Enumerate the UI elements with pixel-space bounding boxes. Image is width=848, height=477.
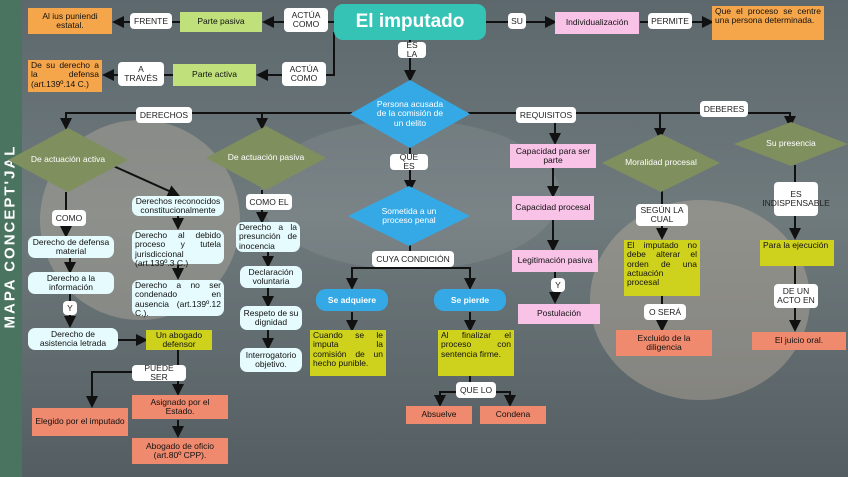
sidebar: MAPA CONCEPT'JAL	[0, 0, 22, 477]
label-que-es: QUE ES	[390, 153, 428, 170]
label-derechos: DERECHOS	[136, 107, 192, 123]
box-declaracion-voluntaria: Declaración voluntaria	[240, 266, 302, 288]
box-abogado-defensor: Un abogado defensor	[146, 330, 212, 350]
box-no-condenado: Derecho a no ser condenado en ausencia (…	[132, 280, 224, 318]
diamond-actuacion-activa: De actuación activa	[8, 128, 128, 192]
box-presuncion-inocencia: Derecho a la presunción de inocencia	[236, 222, 300, 252]
label-actua-como-1: ACTÚA COMO	[284, 8, 328, 32]
diamond-su-presencia: Su presencia	[734, 122, 848, 166]
label-es-la: ES LA	[398, 41, 426, 58]
box-individualizacion: Individualización	[555, 12, 639, 34]
diamond-actuacion-pasiva: De actuación pasiva	[206, 126, 326, 190]
label-de-un-acto: DE UN ACTO EN	[774, 284, 818, 308]
label-frente: FRENTE	[130, 13, 172, 29]
box-derechos-reconocidos: Derechos reconocidos constitucionalmente	[132, 196, 224, 216]
main-title: El imputado	[334, 4, 486, 40]
box-interrogatorio-objetivo: Interrogatorio objetivo.	[240, 348, 302, 372]
box-abogado-oficio: Abogado de oficio (art.80º CPP).	[132, 438, 228, 464]
diamond-sometida: Sometida a un proceso penal	[348, 186, 470, 246]
box-informacion: Derecho a la información	[28, 272, 114, 294]
box-elegido-imputado: Elegido por el imputado	[32, 408, 128, 436]
label-permite: PERMITE	[648, 13, 692, 29]
box-defensa-material: Derecho de defensa material	[28, 236, 114, 258]
box-capacidad-procesal: Capacidad procesal	[512, 196, 594, 220]
box-legitimacion-pasiva: Legitimación pasiva	[512, 250, 598, 272]
label-como: COMO	[52, 210, 86, 226]
pill-se-adquiere: Se adquiere	[316, 289, 388, 311]
label-que-lo: QUE LO	[456, 382, 496, 398]
diamond-moralidad-procesal: Moralidad procesal	[602, 134, 720, 192]
box-cuando-imputa: Cuando se le imputa la comisión de un he…	[310, 330, 386, 376]
background-hand-right	[590, 200, 810, 400]
box-condena: Condena	[480, 406, 546, 424]
label-requisitos: REQUISITOS	[516, 107, 576, 123]
box-postulacion: Postulación	[518, 304, 600, 324]
label-su: SU	[508, 13, 526, 29]
label-deberes: DEBERES	[700, 101, 748, 117]
box-juicio-oral: El juicio oral.	[752, 332, 846, 350]
label-indispensable: ES INDISPENSABLE	[762, 182, 830, 216]
pill-se-pierde: Se pierde	[434, 289, 506, 311]
box-debido-proceso: Derecho al debido proceso y tutela juris…	[132, 230, 224, 268]
box-no-debe-alterar: El imputado no debe alterar el orden de …	[624, 240, 700, 296]
box-para-ejecucion: Para la ejecución	[760, 240, 834, 266]
label-segun-la-cual: SEGÚN LA CUAL	[636, 204, 688, 226]
box-parte-activa: Parte activa	[173, 64, 256, 86]
label-actua-como-2: ACTÚA COMO	[282, 62, 326, 86]
box-al-finalizar: Al finalizar el proceso con sentencia fi…	[438, 330, 514, 376]
box-excluido-diligencia: Excluido de la diligencia	[616, 330, 712, 356]
box-ius-puniendi: Al ius puniendi estatal.	[28, 8, 112, 34]
label-como-el: COMO EL	[246, 194, 292, 210]
box-capacidad-parte: Capacidad para ser parte	[510, 144, 596, 168]
box-asignado-estado: Asignado por el Estado.	[132, 395, 228, 419]
label-o-sera: O SERÁ	[644, 304, 686, 320]
label-a-traves: A TRAVÉS	[118, 62, 164, 86]
label-puede-ser: PUEDE SER	[132, 364, 186, 381]
label-y-requisitos: Y	[551, 278, 565, 292]
label-cuya-condicion: CUYA CONDICIÓN	[372, 251, 454, 267]
box-parte-pasiva: Parte pasiva	[180, 12, 262, 32]
diamond-persona-acusada: Persona acusada de la comisión de un del…	[350, 80, 470, 148]
box-derecho-defensa: De su derecho a la defensa (art.139º.14 …	[28, 60, 102, 92]
box-persona-determinada: Que el proceso se centre una persona det…	[712, 6, 824, 40]
label-y-activa: Y	[63, 301, 77, 315]
box-absuelve: Absuelve	[406, 406, 472, 424]
box-respeto-dignidad: Respeto de su dignidad	[240, 306, 302, 330]
box-asistencia-letrada: Derecho de asistencia letrada	[28, 328, 118, 350]
